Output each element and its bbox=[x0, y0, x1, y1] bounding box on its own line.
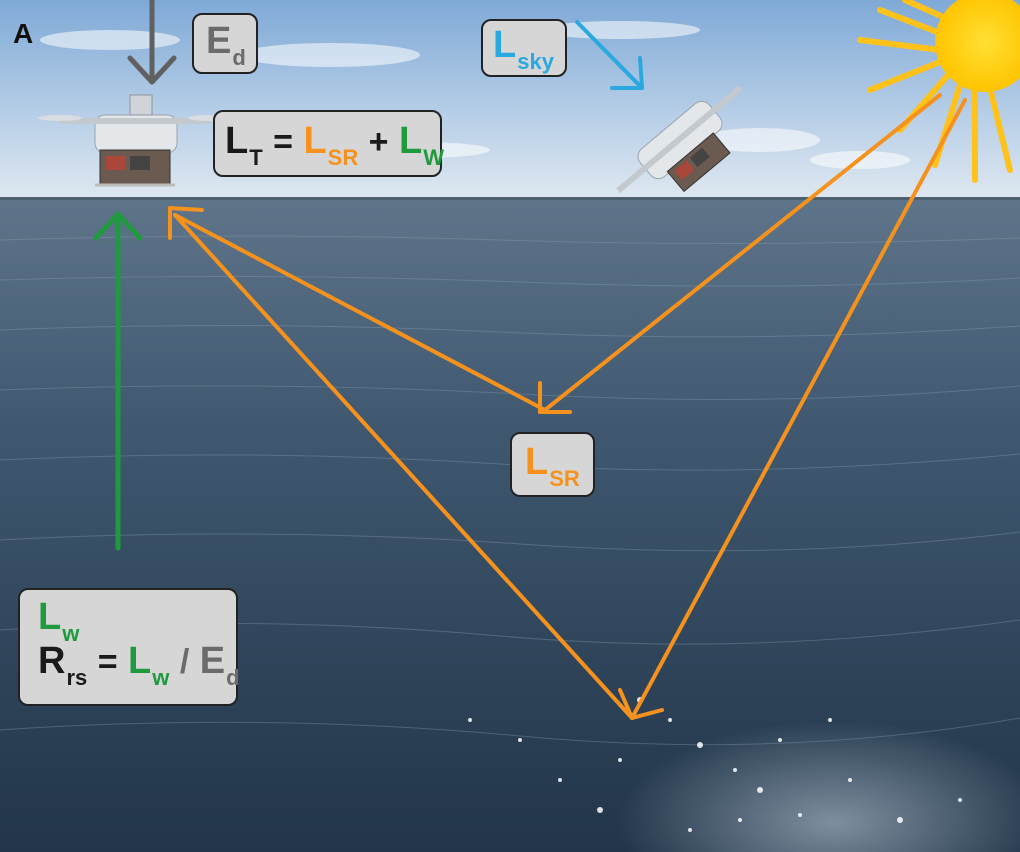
ed-label-box: Ed bbox=[192, 13, 258, 74]
rrs-ed-subscript: d bbox=[226, 665, 240, 690]
sun-icon bbox=[857, 0, 1020, 183]
skyreflect-to-drone-path bbox=[173, 213, 547, 412]
rrs-lw-symbol: L bbox=[128, 640, 152, 682]
lw-symbol: L bbox=[38, 596, 62, 638]
lsr-symbol: L bbox=[525, 441, 549, 483]
rrs-symbol: R bbox=[38, 640, 66, 682]
rrs-ed-symbol: E bbox=[199, 640, 226, 682]
sun-to-sky-reflection bbox=[543, 93, 942, 412]
horizon-line bbox=[0, 197, 1020, 201]
lt-lw-symbol: L bbox=[398, 120, 423, 162]
ed-arrow bbox=[127, 0, 177, 85]
rrs-lw-subscript: w bbox=[152, 665, 170, 690]
rrs-subscript: rs bbox=[66, 665, 88, 690]
sun-to-water-direct bbox=[630, 98, 967, 720]
lsr-subscript: SR bbox=[549, 466, 580, 491]
lsky-subscript: sky bbox=[517, 49, 554, 74]
drone-right-icon bbox=[616, 85, 743, 193]
water-to-drone-path bbox=[173, 213, 634, 720]
lw-arrow bbox=[93, 211, 143, 551]
lw-rrs-box: Lw Rrs = Lw / Ed bbox=[18, 588, 240, 706]
rrs-equals: = bbox=[97, 643, 118, 681]
lsr-label-box: LSR bbox=[510, 432, 595, 497]
lt-equals: = bbox=[273, 123, 293, 161]
lt-lsr-subscript: SR bbox=[327, 145, 359, 170]
lt-lsr-symbol: L bbox=[303, 120, 327, 162]
lsky-arrow bbox=[575, 20, 644, 90]
lsky-label-box: Lsky bbox=[481, 19, 567, 77]
lt-plus: + bbox=[368, 123, 389, 161]
lt-lw-subscript: W bbox=[423, 145, 444, 170]
reflected-path-arrows bbox=[168, 93, 967, 720]
lw-line: Lw bbox=[38, 598, 79, 646]
lt-subscript: T bbox=[249, 145, 263, 170]
rrs-slash: / bbox=[179, 643, 190, 681]
lt-symbol: L bbox=[225, 120, 249, 162]
ed-symbol: E bbox=[206, 20, 232, 62]
lw-subscript: w bbox=[62, 621, 80, 646]
rrs-equation: Rrs = Lw / Ed bbox=[38, 640, 240, 690]
ed-subscript: d bbox=[232, 45, 246, 70]
panel-label: A bbox=[13, 18, 34, 49]
lsky-symbol: L bbox=[493, 24, 517, 66]
lt-equation-box: LT = LSR + LW bbox=[213, 110, 444, 177]
sun-glare bbox=[400, 560, 1020, 852]
